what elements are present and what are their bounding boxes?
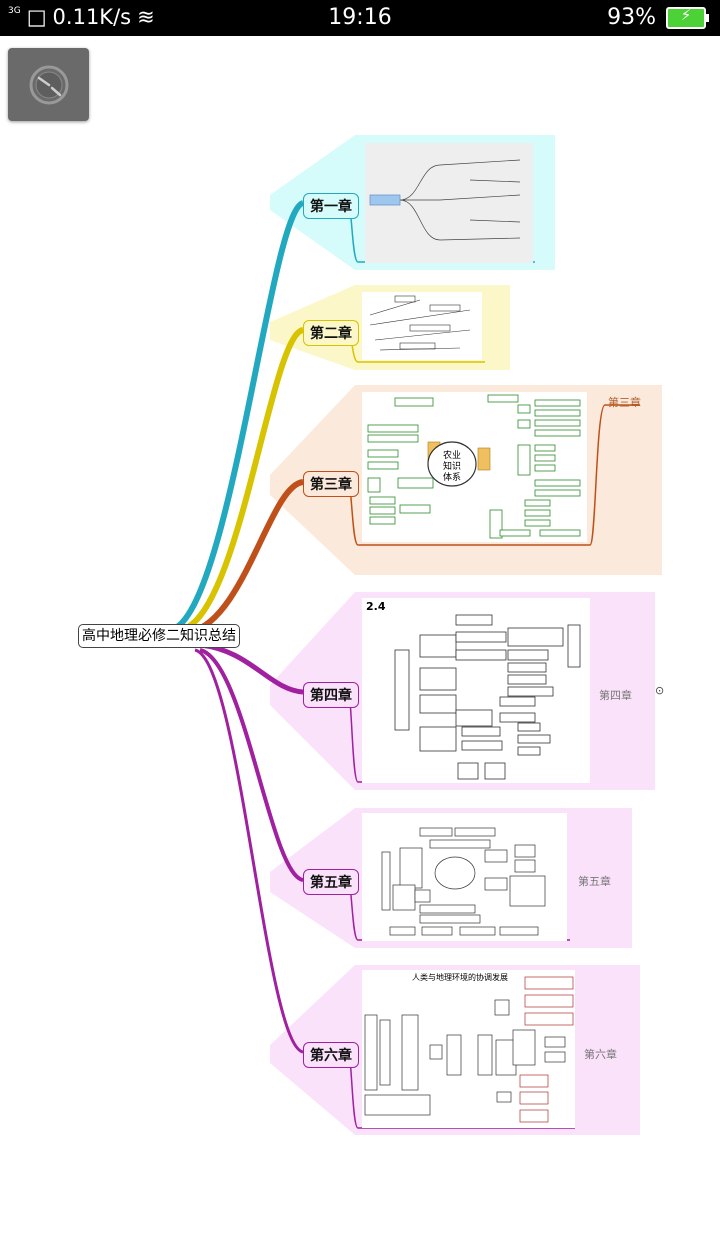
thumb-ch5-tree: [381, 827, 546, 936]
root-node[interactable]: 高中地理必修二知识总结: [78, 624, 240, 648]
status-right: 93% ⚡: [607, 5, 709, 30]
network-speed: 0.11K/s: [52, 5, 132, 29]
side-label-ch3: 第三章: [608, 396, 641, 409]
signal-icon: □: [26, 5, 47, 29]
network-type: 3G: [8, 6, 21, 16]
clock: 19:16: [328, 5, 392, 30]
side-label-ch5: 第五章: [578, 875, 611, 888]
thumb-ch4-tree: [394, 614, 581, 780]
battery-icon: ⚡: [666, 6, 709, 29]
wifi-icon: ≋: [137, 5, 155, 29]
side-label-ch6: 第六章: [584, 1048, 617, 1061]
branch-ch1: [168, 200, 305, 633]
thumb-ch4-caption: 2.4: [366, 600, 386, 613]
chapter-node-4[interactable]: 第四章: [303, 682, 359, 708]
svg-text:农业: 农业: [443, 449, 461, 461]
chapter-node-1[interactable]: 第一章: [303, 193, 359, 219]
chapter-node-2[interactable]: 第二章: [303, 320, 359, 346]
float-tool-button[interactable]: [8, 48, 89, 121]
thumb-ch2-tree: [369, 295, 471, 351]
chapter-node-6[interactable]: 第六章: [303, 1042, 359, 1068]
branch-ch6: [194, 648, 304, 1054]
thumb-ch6-title: 人类与地理环境的协调发展: [412, 972, 508, 982]
connector-ch3: [347, 404, 640, 546]
thumb-ch6-tree: [364, 976, 574, 1123]
expand-icon[interactable]: ⊙: [655, 684, 665, 697]
side-label-ch4: 第四章: [599, 689, 632, 702]
chapter-node-3[interactable]: 第三章: [303, 471, 359, 497]
svg-text:体系: 体系: [443, 471, 461, 483]
branch-ch5: [199, 648, 304, 882]
thumb-ch3-tree: 农业 知识 体系: [367, 394, 581, 539]
svg-text:知识: 知识: [443, 460, 461, 472]
status-left: 3G □ 0.11K/s ≋: [8, 5, 155, 29]
branch-ch3: [189, 479, 304, 635]
thumb-ch1-tree: [369, 159, 521, 241]
gauge-icon: [29, 65, 69, 105]
status-bar: 3G □ 0.11K/s ≋ 19:16 93% ⚡: [0, 0, 720, 36]
battery-percent: 93%: [607, 5, 656, 30]
branch-ch2: [179, 327, 305, 633]
chapter-node-5[interactable]: 第五章: [303, 869, 359, 895]
